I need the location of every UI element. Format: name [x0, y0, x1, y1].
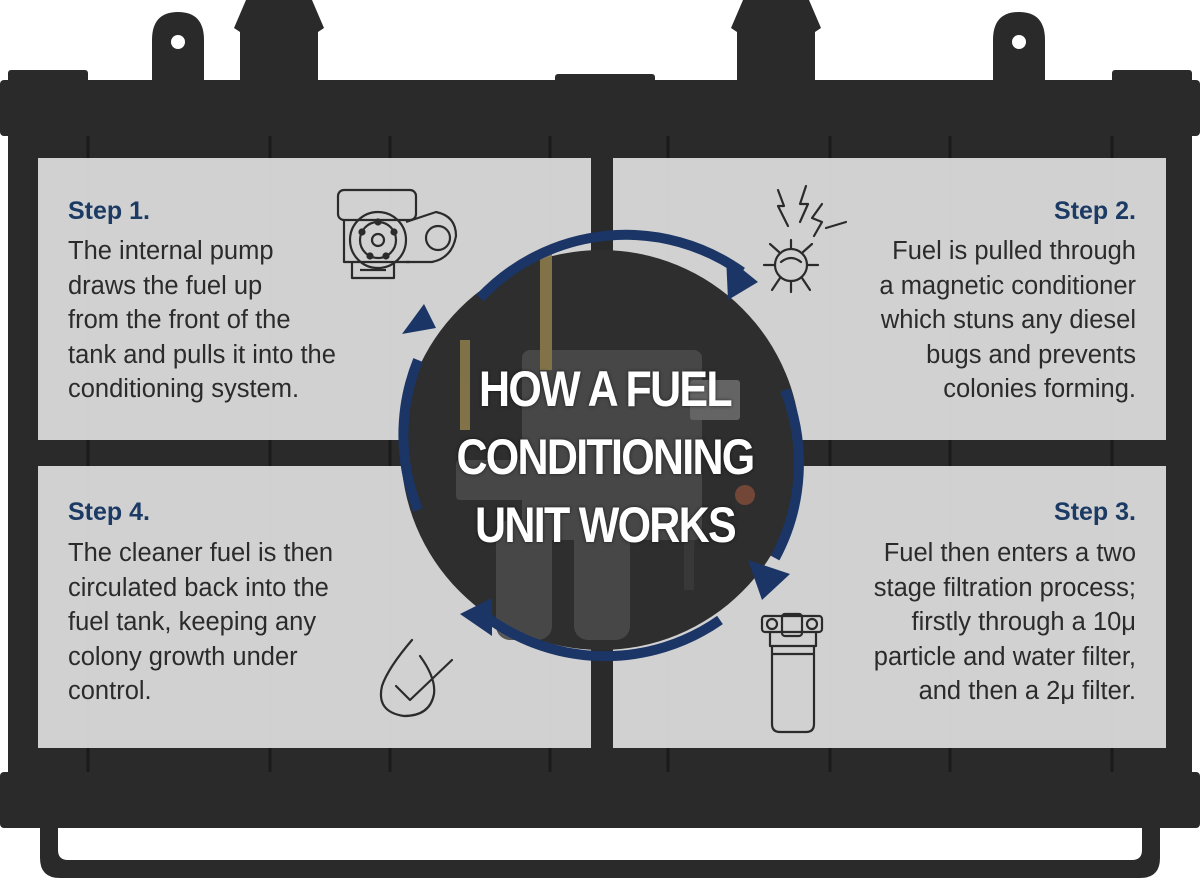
tank-skid — [40, 826, 1160, 878]
tank-cap-right — [731, 0, 821, 82]
cycle-arrows — [398, 229, 804, 662]
step-3-heading: Step 3. — [1054, 498, 1136, 526]
step-4-text: The cleaner fuel is then circulated back… — [68, 539, 334, 705]
step-1-heading: Step 1. — [68, 197, 150, 225]
step-1-text: The internal pump draws the fuel up from… — [68, 237, 336, 403]
step-3-text: Fuel then enters a two stage filtration … — [873, 539, 1136, 705]
tank-cap-left — [234, 0, 324, 82]
droplet-check-icon — [379, 638, 454, 718]
pump-icon — [336, 188, 458, 280]
tank-top-rail — [0, 80, 1200, 136]
tank-bottom-rail — [0, 772, 1200, 828]
filter-icon — [760, 612, 824, 734]
step-2-text: Fuel is pulled through a magnetic condit… — [879, 237, 1136, 403]
step-2-heading: Step 2. — [1054, 197, 1136, 225]
center-disc — [401, 250, 801, 650]
step-4-heading: Step 4. — [68, 498, 150, 526]
diagram-title: HOW A FUEL CONDITIONING UNIT WORKS — [456, 361, 755, 553]
magnet-bug-icon — [762, 184, 848, 294]
cycle-arrowheads — [402, 256, 790, 636]
